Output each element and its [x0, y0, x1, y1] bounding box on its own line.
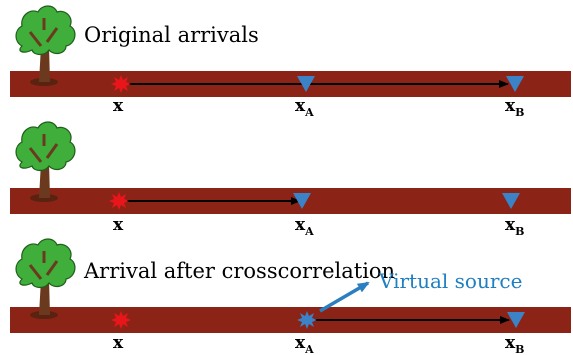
panel-caption: Arrival after crosscorrelation [83, 259, 395, 283]
source-label: x [113, 215, 124, 235]
virtual-source-label: Virtual source [378, 269, 522, 293]
source-label: x [113, 333, 124, 353]
panel-1: Original arrivals x xA xB [10, 4, 571, 119]
panel-caption: Original arrivals [84, 23, 259, 47]
virtual-source-pointer-arrow [319, 281, 370, 313]
source-label: x [113, 96, 124, 116]
receiver-a-label: xA [295, 215, 314, 238]
panel-3: Arrival after crosscorrelation Virtual s… [10, 237, 571, 355]
receiver-a-label: xA [295, 333, 314, 355]
receiver-b-label: xB [505, 215, 524, 238]
receiver-b-label: xB [505, 96, 524, 119]
receiver-b-label: xB [505, 333, 524, 355]
panel-2: x xA xB [10, 120, 571, 238]
receiver-a-label: xA [295, 96, 314, 119]
